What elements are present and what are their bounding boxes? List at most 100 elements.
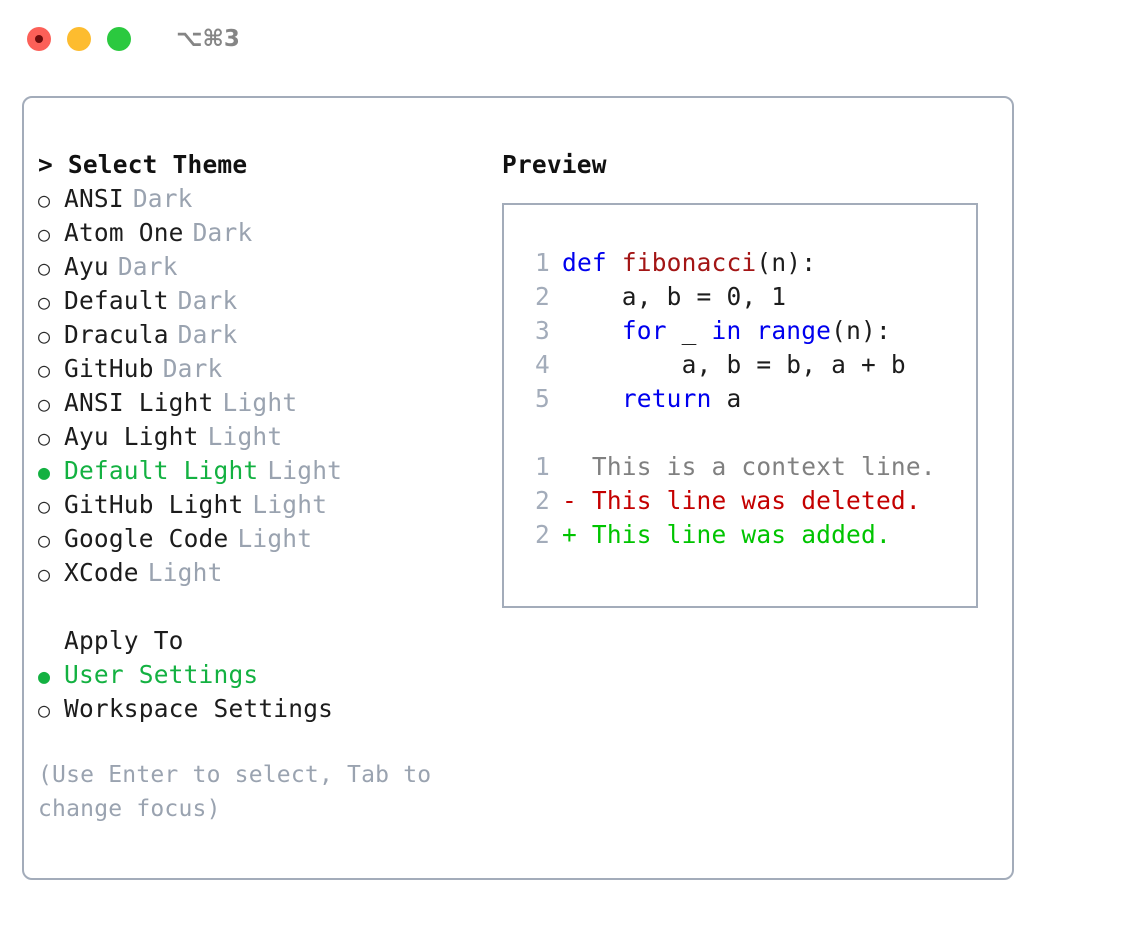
radio-unselected-icon: ○ xyxy=(38,426,51,450)
theme-kind-label: Light xyxy=(207,422,283,451)
diff-text: - This line was deleted. xyxy=(562,486,921,515)
window-controls xyxy=(27,27,131,51)
code-line: 5 return a xyxy=(504,382,976,416)
code-token: for xyxy=(621,316,667,345)
radio-unselected-icon: ○ xyxy=(38,222,51,246)
apply-to-item[interactable]: ● User Settings xyxy=(38,658,488,692)
code-line: 4 a, b = b, a + b xyxy=(504,348,976,382)
line-number: 2 xyxy=(535,282,550,311)
code-line: 2 a, b = 0, 1 xyxy=(504,280,976,314)
theme-list-item[interactable]: ○ GitHub Dark xyxy=(38,352,488,386)
radio-selected-icon: ● xyxy=(38,460,51,484)
theme-kind-label: Dark xyxy=(162,354,223,383)
preview-title: Preview xyxy=(502,150,607,179)
code-token xyxy=(562,314,622,348)
code-token: a, b = 0, 1 xyxy=(562,282,787,311)
theme-name: Dracula xyxy=(64,320,169,349)
diff-sample: 1 This is a context line.2- This line wa… xyxy=(504,450,976,552)
maximize-window-button[interactable] xyxy=(107,27,131,51)
radio-unselected-icon: ○ xyxy=(38,188,51,212)
title-bar: ⌥⌘3 xyxy=(0,0,1140,78)
code-blank-line xyxy=(504,416,976,450)
theme-name: Google Code xyxy=(64,524,229,553)
theme-list-item[interactable]: ○ Atom One Dark xyxy=(38,216,488,250)
theme-kind-label: Dark xyxy=(192,218,253,247)
section-spacer xyxy=(38,590,488,624)
radio-unselected-icon: ○ xyxy=(38,256,51,280)
theme-kind-label: Light xyxy=(222,388,298,417)
theme-list-item[interactable]: ○ Ayu Light Light xyxy=(38,420,488,454)
code-line: 3 for _ in range(n): xyxy=(504,314,976,348)
theme-name: XCode xyxy=(64,558,139,587)
code-token: (n): xyxy=(831,316,891,345)
apply-to-header: Apply To xyxy=(64,626,184,655)
theme-name: ANSI xyxy=(64,184,124,213)
line-number: 4 xyxy=(535,350,550,379)
code-token: _ xyxy=(666,316,712,345)
diff-line: 2 + This line was added. xyxy=(504,518,976,552)
theme-name: Default Light xyxy=(64,456,259,485)
line-number: 5 xyxy=(535,384,550,413)
theme-list-item[interactable]: ○ Ayu Dark xyxy=(38,250,488,284)
theme-name: Default xyxy=(64,286,169,315)
theme-name: Ayu Light xyxy=(64,422,199,451)
apply-to-item[interactable]: ○ Workspace Settings xyxy=(38,692,488,726)
radio-unselected-icon: ○ xyxy=(38,562,51,586)
theme-list-item[interactable]: ○ GitHub Light Light xyxy=(38,488,488,522)
radio-unselected-icon: ○ xyxy=(38,324,51,348)
diff-text: + This line was added. xyxy=(562,520,891,549)
radio-unselected-icon: ○ xyxy=(38,358,51,382)
apply-to-label: Workspace Settings xyxy=(64,694,334,723)
line-number: 3 xyxy=(535,316,550,345)
theme-list-item[interactable]: ○ Dracula Dark xyxy=(38,318,488,352)
theme-name: Atom One xyxy=(64,218,184,247)
theme-list-item[interactable]: ○ ANSI Light Light xyxy=(38,386,488,420)
theme-list-header: > Select Theme xyxy=(38,150,248,179)
code-token xyxy=(562,382,622,416)
line-number: 1 xyxy=(535,248,550,277)
line-number: 2 xyxy=(535,520,550,549)
theme-kind-label: Dark xyxy=(177,286,238,315)
apply-to-label: User Settings xyxy=(64,660,259,689)
theme-kind-label: Dark xyxy=(117,252,178,281)
keyboard-hint-text: (Use Enter to select, Tab to change focu… xyxy=(38,762,432,822)
theme-kind-label: Dark xyxy=(177,320,238,349)
code-token: def xyxy=(562,248,622,277)
keyboard-shortcut-label: ⌥⌘3 xyxy=(176,26,240,52)
theme-name: GitHub Light xyxy=(64,490,244,519)
recording-dot-icon xyxy=(35,35,43,43)
theme-name: Ayu xyxy=(64,252,109,281)
radio-unselected-icon: ○ xyxy=(38,494,51,518)
radio-unselected-icon: ○ xyxy=(38,392,51,416)
radio-unselected-icon: ○ xyxy=(38,528,51,552)
theme-name: ANSI Light xyxy=(64,388,214,417)
apply-to-list: ● User Settings ○ Workspace Settings xyxy=(38,658,488,726)
minimize-window-button[interactable] xyxy=(67,27,91,51)
radio-unselected-icon: ○ xyxy=(38,698,51,722)
code-token: in range xyxy=(711,316,832,345)
diff-line: 1 This is a context line. xyxy=(504,450,976,484)
theme-kind-label: Light xyxy=(252,490,328,519)
radio-unselected-icon: ○ xyxy=(38,290,51,314)
code-token: fibonacci xyxy=(621,248,757,277)
line-number: 1 xyxy=(535,452,550,481)
line-number: 2 xyxy=(535,486,550,515)
close-window-button[interactable] xyxy=(27,27,51,51)
radio-selected-icon: ● xyxy=(38,664,51,688)
diff-text: This is a context line. xyxy=(562,452,936,481)
theme-list-item[interactable]: ○ Default Dark xyxy=(38,284,488,318)
code-token: return xyxy=(621,384,712,413)
diff-line: 2 - This line was deleted. xyxy=(504,484,976,518)
theme-name: GitHub xyxy=(64,354,154,383)
code-token: a xyxy=(711,384,742,413)
